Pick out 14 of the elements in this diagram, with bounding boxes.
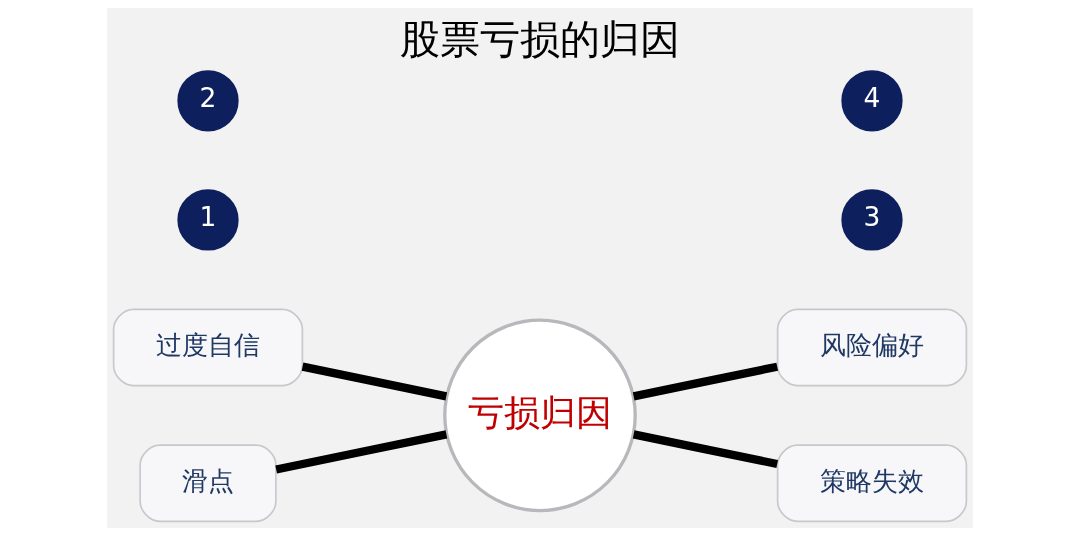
connector xyxy=(632,362,779,401)
connector xyxy=(632,430,779,469)
node-box: 策略失效 xyxy=(776,444,968,523)
diagram-title: 股票亏损的归因 xyxy=(400,16,680,63)
connector xyxy=(301,362,448,401)
node-box: 风险偏好 xyxy=(776,308,968,387)
node-circle: 亏损归因 xyxy=(443,318,637,513)
node-circle: 2 xyxy=(177,70,239,132)
node-circle: 4 xyxy=(841,70,903,132)
node-box: 滑点 xyxy=(139,444,277,523)
connector xyxy=(275,430,448,474)
node-circle: 3 xyxy=(841,189,903,251)
node-box: 过度自信 xyxy=(112,308,304,387)
node-circle: 1 xyxy=(177,189,239,251)
